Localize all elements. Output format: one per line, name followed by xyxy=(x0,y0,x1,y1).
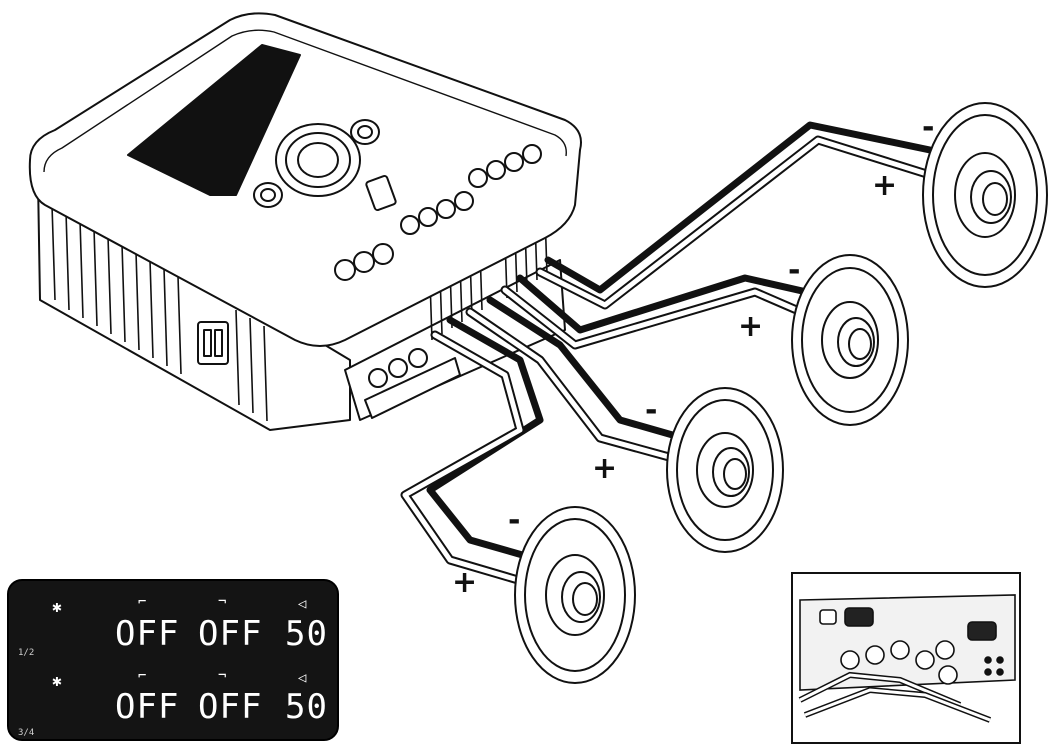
power-connector xyxy=(197,321,229,365)
speaker-wires xyxy=(400,121,935,590)
polarity-labels: - + - + - + - + xyxy=(452,110,934,600)
fan-icon: ✱ xyxy=(52,671,62,690)
level-value: 50 xyxy=(285,614,328,654)
speaker-rear-right xyxy=(791,254,909,426)
hpf-icon: ⌐ xyxy=(138,594,146,610)
speaker-level-icon: ◁ xyxy=(298,670,307,686)
hpf-icon: ⌐ xyxy=(138,668,146,684)
speaker-front-left xyxy=(514,506,636,684)
rca-jack xyxy=(408,348,428,368)
polarity-minus: - xyxy=(645,393,657,428)
rca-jack xyxy=(368,368,388,388)
hpf-value: OFF xyxy=(115,687,179,727)
speaker-level-icon: ◁ xyxy=(298,596,307,612)
speaker-rear-left xyxy=(666,387,784,553)
display-inset: ✱ 1/2 ⌐ OFF ¬ OFF ◁ 50 ✱ 3/4 ⌐ OFF ¬ OFF… xyxy=(7,579,339,741)
rca-jack xyxy=(388,358,408,378)
amplifier-display xyxy=(127,44,301,196)
polarity-plus: + xyxy=(452,565,477,600)
amplifier xyxy=(28,12,582,431)
lpf-icon: ¬ xyxy=(218,668,226,684)
channel-index: 1/2 xyxy=(18,648,34,658)
level-value: 50 xyxy=(285,687,328,727)
mounting-foot xyxy=(364,357,461,419)
polarity-plus: + xyxy=(872,168,897,203)
polarity-plus: + xyxy=(738,309,763,344)
lpf-value: OFF xyxy=(198,687,262,727)
hpf-value: OFF xyxy=(115,614,179,654)
fan-icon: ✱ xyxy=(52,597,62,616)
connector-closeup-inset xyxy=(791,572,1021,744)
channel-index: 3/4 xyxy=(18,728,34,738)
speaker-front-right xyxy=(922,102,1048,288)
polarity-plus: + xyxy=(592,451,617,486)
polarity-minus: - xyxy=(788,253,800,288)
polarity-minus: - xyxy=(922,110,934,145)
polarity-minus: - xyxy=(508,503,520,538)
jbl-logo xyxy=(365,174,397,212)
lpf-icon: ¬ xyxy=(218,594,226,610)
amplifier-front-panel xyxy=(344,259,566,421)
heatsink-fins xyxy=(51,204,268,422)
button-row xyxy=(334,144,542,281)
lpf-value: OFF xyxy=(198,614,262,654)
